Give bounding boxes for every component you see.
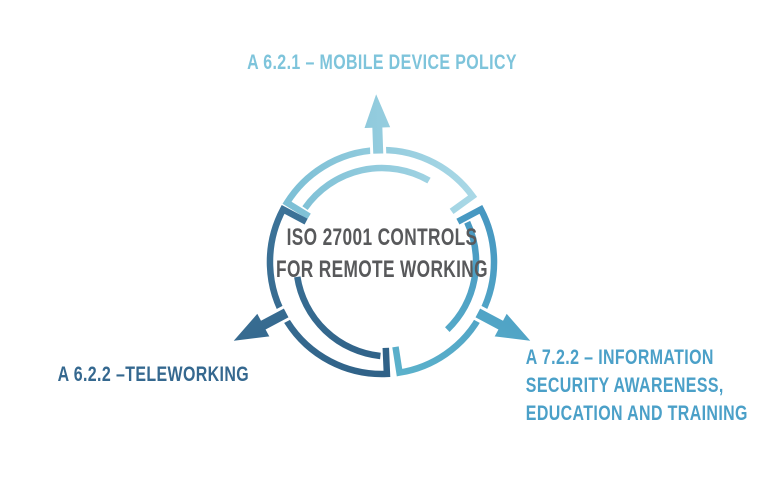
center-title: ISO 27001 CONTROLS FOR REMOTE WORKING (274, 222, 490, 286)
label-mobile-device-policy: A 6.2.1 – MOBILE DEVICE POLICY (247, 51, 517, 74)
arrow-down-right-icon (471, 304, 538, 345)
dark-band-inner-line (294, 276, 381, 360)
arrow-up-icon (360, 85, 395, 157)
mobile-device-policy-arc (282, 146, 478, 220)
arrow-down-left-icon (226, 304, 293, 345)
medium-band-inner-line (445, 220, 480, 332)
label-infosec-awareness-line3: EDUCATION AND TRAINING (525, 402, 748, 425)
center-title-line2: FOR REMOTE WORKING (276, 256, 488, 283)
light-band-inner-line (302, 164, 431, 210)
light-band-outer-line (282, 146, 478, 220)
label-teleworking: A 6.2.2 –TELEWORKING (57, 363, 250, 386)
center-title-line1: ISO 27001 CONTROLS (286, 224, 478, 251)
dark-band-outer-line (266, 205, 391, 378)
label-infosec-awareness: A 7.2.2 – INFORMATION SECURITY AWARENESS… (525, 344, 748, 428)
label-infosec-awareness-line1: A 7.2.2 – INFORMATION (525, 346, 714, 369)
teleworking-arc (266, 205, 391, 378)
label-infosec-awareness-line2: SECURITY AWARENESS, (525, 374, 724, 397)
